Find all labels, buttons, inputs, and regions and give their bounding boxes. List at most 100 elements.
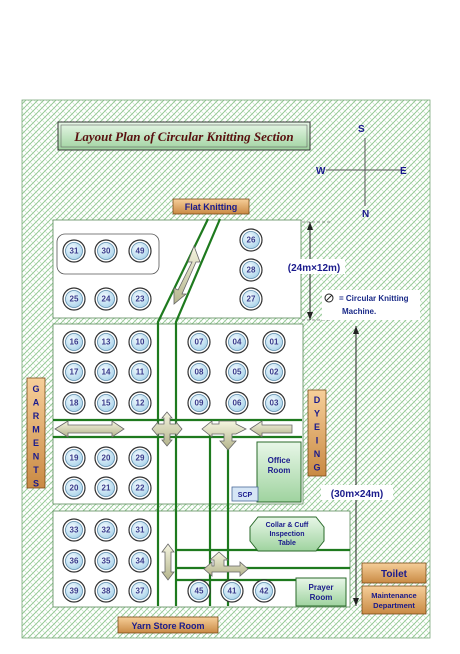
- circular-knitting-machine: 41: [220, 579, 244, 603]
- svg-text:SCP: SCP: [238, 492, 253, 499]
- circular-knitting-machine: 04: [225, 330, 249, 354]
- circular-knitting-machine: 36: [62, 549, 86, 573]
- machine-number: 34: [136, 557, 145, 566]
- flow-arrows: [54, 244, 293, 581]
- machine-number: 30: [102, 247, 111, 256]
- machine-number: 36: [70, 557, 79, 566]
- circular-knitting-machine: 20: [62, 476, 86, 500]
- plan-title: Layout Plan of Circular Knitting Section: [73, 129, 293, 144]
- machine-number: 16: [70, 338, 79, 347]
- machine-number: 26: [247, 236, 256, 245]
- circular-knitting-machine: 08: [187, 360, 211, 384]
- machine-number: 10: [136, 338, 145, 347]
- upper-dimension: (24m×12m): [283, 221, 345, 321]
- machine-number: 01: [270, 338, 279, 347]
- circular-knitting-machine: 07: [187, 330, 211, 354]
- circular-knitting-machine: 14: [94, 360, 118, 384]
- circular-knitting-machine: 24: [94, 287, 118, 311]
- circular-knitting-machine: 30: [94, 239, 118, 263]
- compass-east-label: E: [400, 166, 407, 177]
- machine-number: 24: [102, 295, 111, 304]
- machine-number: 15: [102, 399, 111, 408]
- diagonal-arrow: [173, 244, 201, 305]
- svg-text:Toilet: Toilet: [381, 569, 408, 580]
- circular-knitting-machine: 33: [62, 518, 86, 542]
- machine-number: 09: [195, 399, 204, 408]
- machine-number: 22: [136, 484, 145, 493]
- legend-text-1: = Circular Knitting: [339, 294, 409, 303]
- circular-knitting-machine: 17: [62, 360, 86, 384]
- machine-number: 27: [247, 295, 256, 304]
- legend-text-2: Machine.: [342, 307, 376, 316]
- machine-number: 31: [70, 247, 79, 256]
- upper-dimension-text: (24m×12m): [288, 263, 341, 274]
- circular-knitting-machine: 49: [128, 239, 152, 263]
- machine-number: 38: [102, 587, 111, 596]
- circular-knitting-machine: 35: [94, 549, 118, 573]
- circular-knitting-machine: 11: [128, 360, 152, 384]
- machine-number: 11: [136, 368, 145, 377]
- machine-number: 12: [136, 399, 145, 408]
- circular-knitting-machine: 26: [239, 228, 263, 252]
- flat-knitting-label: Flat Knitting: [172, 198, 250, 215]
- circular-knitting-machine: 38: [94, 579, 118, 603]
- machine-number: 21: [102, 484, 111, 493]
- circular-knitting-machine: 27: [239, 287, 263, 311]
- machine-number: 32: [102, 526, 111, 535]
- machine-number: 04: [233, 338, 242, 347]
- circular-knitting-machine: 01: [262, 330, 286, 354]
- machine-number: 05: [233, 368, 242, 377]
- machine-number: 08: [195, 368, 204, 377]
- circular-knitting-machine: 45: [187, 579, 211, 603]
- machine-number: 39: [70, 587, 79, 596]
- machine-number: 29: [136, 454, 145, 463]
- scp-box: SCP: [231, 486, 259, 502]
- circular-knitting-machine: 10: [128, 330, 152, 354]
- circular-knitting-machine: 19: [62, 446, 86, 470]
- legend: = Circular Knitting Machine.: [322, 290, 420, 320]
- compass-west-label: W: [316, 166, 326, 177]
- svg-text:Flat Knitting: Flat Knitting: [185, 202, 238, 212]
- compass-north-label: S: [358, 124, 365, 135]
- machine-number: 07: [195, 338, 204, 347]
- circular-knitting-machine: 02: [262, 360, 286, 384]
- yarn-store-label: Yarn Store Room: [117, 616, 219, 634]
- machine-number: 33: [70, 526, 79, 535]
- lower-dimension: (30m×24m): [321, 326, 393, 606]
- circular-knitting-machine: 15: [94, 391, 118, 415]
- circular-knitting-machine: 29: [128, 446, 152, 470]
- machine-number: 31: [136, 526, 145, 535]
- machine-number: 14: [102, 368, 111, 377]
- circular-knitting-machine: 25: [62, 287, 86, 311]
- circular-knitting-machine: 16: [62, 330, 86, 354]
- machine-number: 02: [270, 368, 279, 377]
- machine-number: 03: [270, 399, 279, 408]
- lower-dimension-text: (30m×24m): [331, 489, 384, 500]
- circular-knitting-machine: 03: [262, 391, 286, 415]
- right-horizontal-arrow: [249, 420, 293, 438]
- circular-knitting-machine: 06: [225, 391, 249, 415]
- machine-number: 49: [136, 247, 145, 256]
- circular-knitting-machine: 18: [62, 391, 86, 415]
- machine-number: 35: [102, 557, 111, 566]
- compass-south-label: N: [362, 209, 369, 220]
- machine-number: 37: [136, 587, 145, 596]
- machine-number: 41: [228, 587, 237, 596]
- walkway-lines: [53, 218, 350, 606]
- circular-knitting-machine: 31: [62, 239, 86, 263]
- circular-knitting-machine: 20: [94, 446, 118, 470]
- circular-knitting-machine: 22: [128, 476, 152, 500]
- cross-arrow-left: [151, 411, 183, 447]
- circular-knitting-machine: 13: [94, 330, 118, 354]
- machine-number: 18: [70, 399, 79, 408]
